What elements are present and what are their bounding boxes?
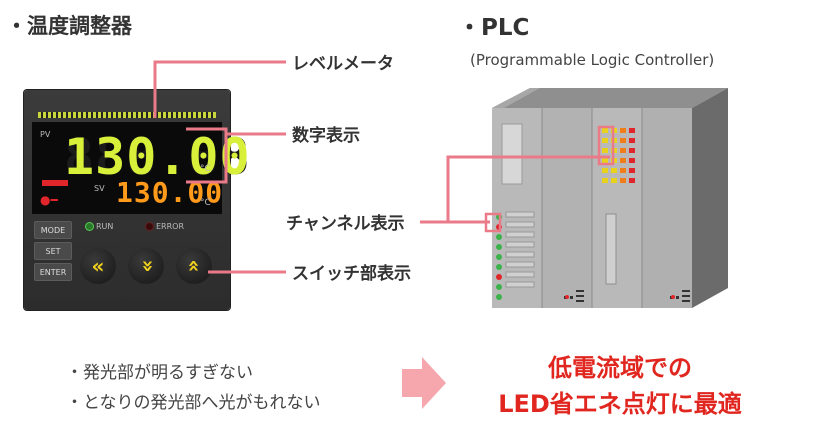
plc-title: ・PLC [458,15,530,41]
pv-label: PV [40,130,51,139]
double-chevron-left-icon: « [91,254,105,278]
mode-button[interactable]: MODE [34,221,72,239]
plc-subtitle: (Programmable Logic Controller) [470,51,715,69]
conclusion-line-2: LED省エネ点灯に最適 [498,390,742,418]
up-chevron-button[interactable]: « [176,248,212,284]
note-item: ・となりの発光部へ光がもれない [66,393,321,413]
sv-label: SV [94,184,105,193]
error-label: ERROR [156,222,185,231]
left-chevron-button[interactable]: « [80,248,116,284]
numeric-display-callout: 数字表示 [292,126,360,146]
run-led-icon [86,223,93,230]
display-window [32,122,222,214]
pv-digits: 130.00 [64,128,251,186]
pv-unit: °C [200,164,211,174]
level-meter-bar [38,112,216,118]
conclusion-line-1: 低電流域での [548,354,692,382]
down-chevron-button[interactable]: « [128,248,164,284]
set-button[interactable]: SET [34,242,72,260]
level-meter-callout: レベルメータ [292,54,394,74]
enter-button[interactable]: ENTER [34,263,72,281]
note-item: ・発光部が明るすぎない [66,363,253,383]
channel-display-callout: チャンネル表示 [286,214,405,234]
sv-unit: °C [200,198,211,208]
right-arrow-icon [402,357,446,409]
temperature-controller-title: ・温度調整器 [6,14,132,38]
alarm-indicator [42,180,68,186]
run-label: RUN [96,222,114,231]
key-icon: ●━ [40,193,58,207]
plc-illustration [492,88,728,308]
pv-ghost-digits: 888.88 [64,128,251,186]
error-led-icon [146,223,153,230]
switch-display-callout: スイッチ部表示 [292,264,411,284]
temperature-controller-device: PV 888.88 130.00 °C SV 130.00 °C ●━ RUN … [24,90,250,310]
